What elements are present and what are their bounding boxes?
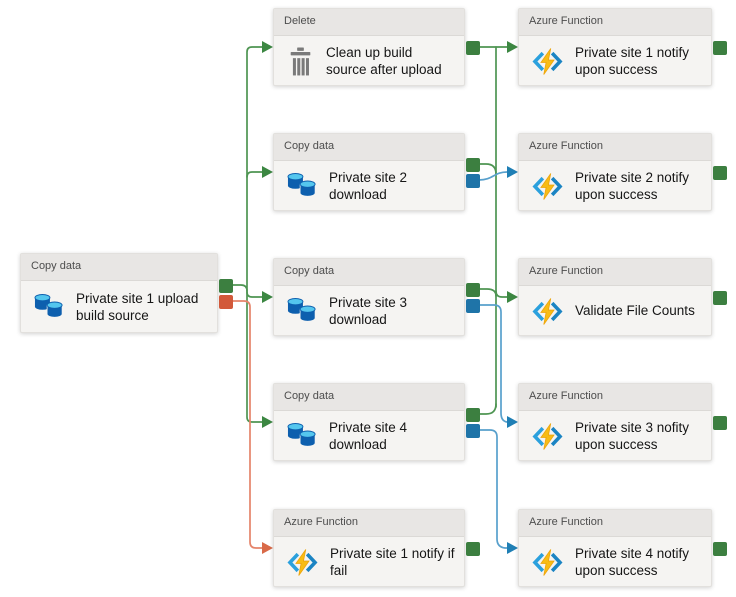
success-port[interactable] [219, 279, 233, 293]
activity-body: Private site 1 notify if fail [274, 537, 464, 587]
activity-name: Clean up build source after upload [326, 44, 442, 77]
success-arrowhead [262, 166, 273, 178]
success-port[interactable] [713, 166, 727, 180]
activity-type-label: Copy data [274, 259, 464, 286]
activity-type-label: Azure Function [519, 384, 711, 411]
completion-arrowhead [507, 542, 518, 554]
activity-body: Clean up build source after upload [274, 36, 464, 86]
activity-body: Validate File Counts [519, 286, 711, 336]
azure-function-icon [532, 422, 563, 450]
azure-function-icon [532, 172, 563, 200]
activity-type-label: Azure Function [519, 510, 711, 537]
activity-type-label: Azure Function [519, 9, 711, 36]
success-edge [478, 163, 497, 175]
success-port[interactable] [713, 542, 727, 556]
success-edge [478, 403, 497, 415]
fail-arrowhead [262, 542, 273, 554]
activity-type-label: Azure Function [519, 259, 711, 286]
activity-body: Private site 1 notify upon success [519, 36, 711, 86]
success-arrowhead [262, 291, 273, 303]
completion-port[interactable] [466, 174, 480, 188]
azure-function-icon [532, 297, 563, 325]
fail-port[interactable] [219, 295, 233, 309]
activity-name: Validate File Counts [575, 303, 695, 319]
success-port[interactable] [466, 408, 480, 422]
copy-data-icon [287, 297, 317, 326]
activity-type-label: Copy data [274, 134, 464, 161]
fail-edge [230, 300, 263, 549]
activity-name: Private site 1 notify upon success [575, 44, 690, 77]
success-port[interactable] [466, 542, 480, 556]
activity-body: Private site 4 download [274, 411, 464, 461]
copy-data-icon [287, 422, 317, 451]
success-arrowhead [507, 41, 518, 53]
success-edge [246, 171, 263, 178]
activity-name: Private site 1 notify if fail [330, 545, 455, 578]
activity-body: Private site 2 notify upon success [519, 161, 711, 211]
activity-body: Private site 3 download [274, 286, 464, 336]
activity-type-label: Copy data [274, 384, 464, 411]
delete-icon [287, 47, 314, 76]
success-port[interactable] [713, 41, 727, 55]
completion-edge [478, 171, 508, 181]
azure-function-icon [287, 548, 318, 576]
activity-type-label: Azure Function [519, 134, 711, 161]
success-port[interactable] [466, 41, 480, 55]
completion-edge [478, 429, 508, 549]
success-port[interactable] [466, 283, 480, 297]
activity-name: Private site 3 nofity upon success [575, 419, 690, 452]
copy-data-icon [287, 172, 317, 201]
activity-type-label: Azure Function [274, 510, 464, 537]
activity-type-label: Copy data [21, 254, 217, 281]
activity-name: Private site 4 notify upon success [575, 545, 690, 578]
activity-body: Private site 2 download [274, 161, 464, 211]
success-arrowhead [262, 416, 273, 428]
success-arrowhead [262, 41, 273, 53]
success-edge [246, 291, 263, 298]
activity-name: Private site 1 upload build source [76, 290, 199, 323]
activity-body: Private site 4 notify upon success [519, 537, 711, 587]
activity-name: Private site 4 download [329, 419, 408, 452]
azure-function-icon [532, 548, 563, 576]
success-port[interactable] [713, 416, 727, 430]
completion-port[interactable] [466, 424, 480, 438]
activity-body: Private site 3 nofity upon success [519, 411, 711, 461]
completion-port[interactable] [466, 299, 480, 313]
success-edge [495, 290, 508, 298]
copy-data-icon [34, 293, 64, 322]
activity-type-label: Delete [274, 9, 464, 36]
success-port[interactable] [466, 158, 480, 172]
activity-name: Private site 3 download [329, 294, 408, 327]
success-edge [230, 284, 248, 292]
activity-body: Private site 1 upload build source [21, 281, 217, 333]
success-edge [478, 288, 497, 297]
success-arrowhead [507, 291, 518, 303]
activity-name: Private site 2 download [329, 169, 408, 202]
completion-arrowhead [507, 416, 518, 428]
success-port[interactable] [713, 291, 727, 305]
completion-edge [478, 304, 508, 423]
completion-arrowhead [507, 166, 518, 178]
azure-function-icon [532, 47, 563, 75]
activity-name: Private site 2 notify upon success [575, 169, 690, 202]
